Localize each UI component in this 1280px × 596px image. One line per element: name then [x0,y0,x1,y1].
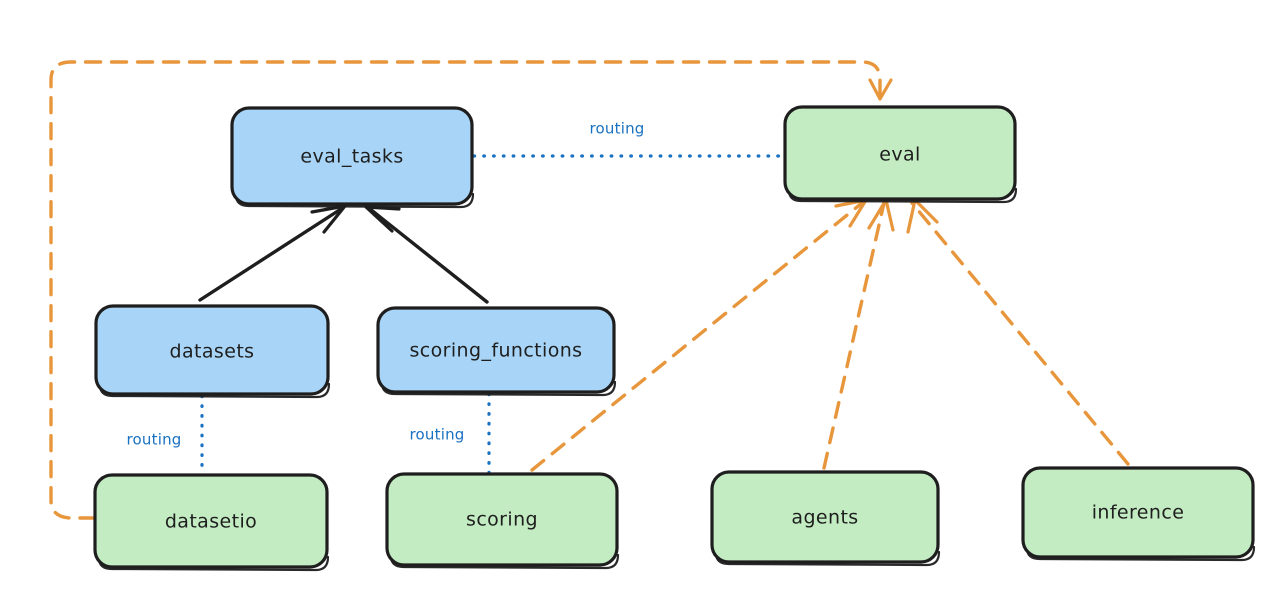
node-eval-box [783,105,1017,201]
edge-inference-eval-path [910,201,1130,466]
node-agents[interactable]: agents [710,470,941,567]
node-datasets-label: datasets [170,341,255,363]
node-scoring-functions[interactable]: scoring_functions [376,306,617,397]
edge-datasets-eval_tasks [198,204,347,302]
node-eval-tasks-box [230,106,474,206]
node-eval-tasks-label: eval_tasks [300,146,403,168]
node-inference-box [1021,466,1255,559]
node-datasetio[interactable]: datasetio [93,473,330,572]
edge-layer [49,60,1130,520]
node-inference-label: inference [1092,502,1185,524]
node-agents-box [710,470,940,564]
edge-scoring_functions-eval_tasks [364,205,489,304]
edge-label-layer: routing routing routing [127,120,645,449]
node-datasets[interactable]: datasets [94,304,331,399]
edge-datasets-eval_tasks-path [198,207,343,302]
edge-datasetio-eval [49,60,893,520]
edge-datasetio-eval-path [49,60,882,520]
edge-label-routing-eval: routing [590,120,645,138]
node-agents-label: agents [791,507,858,529]
node-scoring[interactable]: scoring [385,472,620,570]
node-datasets-box [94,304,330,396]
edge-agents-eval-path [822,201,886,470]
node-eval-label: eval [879,144,920,166]
edge-inference-eval [906,198,1130,466]
node-scoring-box [385,472,619,567]
node-scoring-functions-label: scoring_functions [410,340,583,362]
node-scoring-functions-box [376,306,616,394]
node-datasetio-label: datasetio [165,511,257,533]
edge-scoring-eval-path [530,201,864,472]
edge-agents-eval [822,198,895,470]
edge-label-routing-datasetio: routing [127,431,182,449]
edge-label-routing-scoring: routing [410,426,465,444]
node-eval[interactable]: eval [783,105,1018,204]
node-scoring-label: scoring [466,509,538,531]
node-inference[interactable]: inference [1021,466,1256,562]
node-datasetio-box [93,473,329,569]
node-layer: eval_tasks eval datasets scoring_functio… [93,105,1256,572]
edge-datasetio-eval-arrowhead [868,78,893,101]
node-eval-tasks[interactable]: eval_tasks [230,106,475,209]
edge-scoring_functions-eval_tasks-path [368,207,489,304]
